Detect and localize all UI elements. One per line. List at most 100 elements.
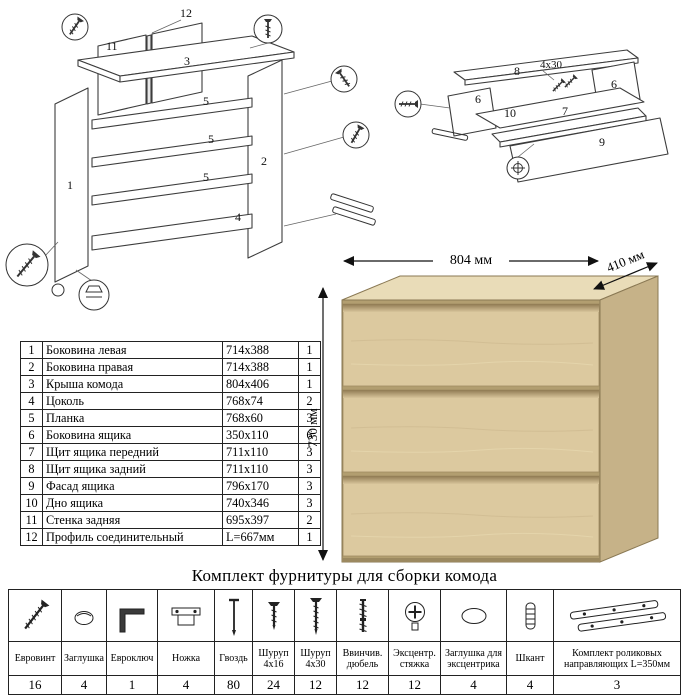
hardware-icon-cell bbox=[336, 589, 389, 642]
table-row: 4 Цоколь 768x74 2 bbox=[20, 392, 321, 410]
callout-screw-top-left bbox=[61, 13, 89, 41]
hardware-qty: 4 bbox=[61, 675, 107, 695]
screw-4x30-icon bbox=[309, 597, 322, 635]
part-name: Планка bbox=[42, 409, 223, 427]
screw-4x16-icon bbox=[267, 601, 280, 630]
leader-lines bbox=[419, 69, 555, 158]
depth-label: 410 мм bbox=[604, 247, 646, 276]
hardware-qty: 4 bbox=[157, 675, 215, 695]
hardware-table: Евровинт Заглушка Евроключ Ножка Гвоздь … bbox=[8, 589, 681, 695]
hardware-qty: 3 bbox=[553, 675, 681, 695]
hardware-qty: 24 bbox=[252, 675, 295, 695]
table-row: 2 Боковина правая 714x388 1 bbox=[20, 358, 321, 376]
hardware-name: Шуруп 4x16 bbox=[252, 641, 295, 676]
part-size: 714x388 bbox=[222, 358, 299, 376]
drawer-front-1 bbox=[342, 303, 600, 387]
part-num: 9 bbox=[20, 477, 43, 495]
part-name: Цоколь bbox=[42, 392, 223, 410]
part-name: Фасад ящика bbox=[42, 477, 223, 495]
part-size: 740x346 bbox=[222, 494, 299, 512]
dimension-width: 804 мм bbox=[343, 250, 599, 268]
hardware-name: Евровинт bbox=[8, 641, 62, 676]
hardware-icon-cell bbox=[8, 589, 62, 642]
part-num: 5 bbox=[20, 409, 43, 427]
wood-dowel-icon bbox=[525, 602, 536, 629]
part-name: Боковина ящика bbox=[42, 426, 223, 444]
planks bbox=[91, 97, 253, 206]
table-row: 5 Планка 768x60 3 bbox=[20, 409, 321, 427]
hardware-icon-row bbox=[8, 589, 681, 642]
part-num: 2 bbox=[20, 358, 43, 376]
part-num: 12 bbox=[20, 528, 43, 546]
part-size: 711x110 bbox=[222, 443, 299, 461]
hardware-name: Заглушка bbox=[61, 641, 107, 676]
part-label-8: 8 bbox=[514, 64, 520, 78]
hardware-qty: 12 bbox=[336, 675, 389, 695]
hardware-name: Комплект роликовых направляющих L=350мм bbox=[553, 641, 681, 676]
label-4x30: 4x30 bbox=[540, 59, 563, 71]
part-name: Боковина левая bbox=[42, 341, 223, 359]
part-size: 695x397 bbox=[222, 511, 299, 529]
dresser-side-face bbox=[599, 275, 659, 563]
hardware-icon-cell bbox=[61, 589, 107, 642]
part-name: Боковина правая bbox=[42, 358, 223, 376]
part-num: 6 bbox=[20, 426, 43, 444]
cap-icon bbox=[74, 610, 94, 625]
hardware-name: Эксцентр. стяжка bbox=[388, 641, 441, 676]
callout-cam-bolt-right bbox=[330, 65, 358, 93]
part-size: 714x388 bbox=[222, 341, 299, 359]
callout-foot bbox=[78, 279, 110, 311]
drawer-slide-sketch bbox=[330, 193, 376, 226]
part-label-2: 2 bbox=[261, 154, 267, 168]
hardware-qty: 12 bbox=[388, 675, 441, 695]
part-labels: 8 4x30 6 6 10 7 9 bbox=[475, 59, 617, 149]
hardware-name-row: Евровинт Заглушка Евроключ Ножка Гвоздь … bbox=[8, 641, 681, 676]
table-row: 6 Боковина ящика 350x110 6 bbox=[20, 426, 321, 444]
part-label-5b: 5 bbox=[208, 132, 214, 146]
dimension-height: 730 мм bbox=[305, 287, 328, 561]
part-num: 11 bbox=[20, 511, 43, 529]
hardware-icon-cell bbox=[294, 589, 337, 642]
hardware-name: Шуруп 4x30 bbox=[294, 641, 337, 676]
part-label-4: 4 bbox=[235, 210, 241, 224]
part-label-11: 11 bbox=[106, 39, 118, 53]
hardware-name: Евроключ bbox=[106, 641, 158, 676]
callout-confirmat bbox=[5, 243, 49, 287]
callout-cap bbox=[51, 283, 65, 297]
part-num: 8 bbox=[20, 460, 43, 478]
part-label-5a: 5 bbox=[203, 94, 209, 108]
confirmat-screw-icon bbox=[24, 599, 50, 629]
part-labels: 12 11 3 5 5 5 1 2 4 bbox=[67, 6, 267, 224]
hex-key-icon bbox=[119, 608, 145, 632]
part-name: Щит ящика передний bbox=[42, 443, 223, 461]
hardware-qty: 1 bbox=[106, 675, 158, 695]
slide-rail-sketch bbox=[431, 128, 469, 141]
exploded-view-carcass: 12 11 3 5 5 5 1 2 4 bbox=[5, 6, 376, 311]
plinth-panel bbox=[91, 213, 253, 251]
drawer-slides-icon bbox=[569, 599, 667, 632]
table-row: 7 Щит ящика передний 711x110 3 bbox=[20, 443, 321, 461]
part-name: Профиль соединительный bbox=[42, 528, 223, 546]
dresser-plinth-strip bbox=[342, 558, 600, 562]
part-num: 7 bbox=[20, 443, 43, 461]
hardware-name: Шкант bbox=[506, 641, 554, 676]
hardware-icon-cell bbox=[157, 589, 215, 642]
part-size: 804x406 bbox=[222, 375, 299, 393]
part-size: L=667мм bbox=[222, 528, 299, 546]
part-label-9: 9 bbox=[599, 135, 605, 149]
part-label-3: 3 bbox=[184, 54, 190, 68]
part-name: Стенка задняя bbox=[42, 511, 223, 529]
part-name: Щит ящика задний bbox=[42, 460, 223, 478]
drawer-front-panel bbox=[491, 107, 647, 148]
table-row: 1 Боковина левая 714x388 1 bbox=[20, 341, 321, 359]
part-num: 3 bbox=[20, 375, 43, 393]
hardware-qty: 80 bbox=[214, 675, 253, 695]
hardware-kit-title: Комплект фурнитуры для сборки комода bbox=[191, 566, 498, 585]
hardware-icon-cell bbox=[553, 589, 681, 642]
cam-cap-icon bbox=[461, 607, 486, 624]
part-num: 4 bbox=[20, 392, 43, 410]
part-label-6a: 6 bbox=[475, 92, 481, 106]
hardware-icon-cell bbox=[252, 589, 295, 642]
hardware-name: Ввинчив. дюбель bbox=[336, 641, 389, 676]
hardware-icon-cell bbox=[388, 589, 441, 642]
